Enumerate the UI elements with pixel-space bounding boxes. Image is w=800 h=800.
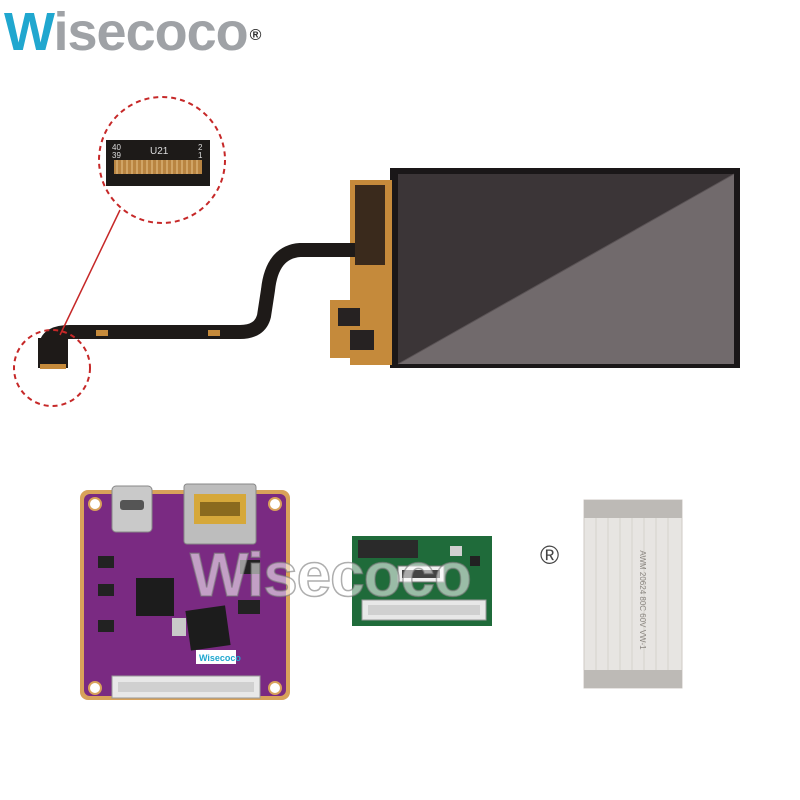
brand-logo: Wisecoco® (4, 2, 262, 62)
connector-zoom-top: 40 39 U21 2 1 (98, 96, 226, 224)
connector-zoom-bottom (13, 329, 91, 407)
logo-text: isecoco (53, 2, 249, 62)
driver-board: Wisecoco (80, 483, 290, 700)
adapter-board (352, 536, 492, 626)
pin-label-39: 39 (112, 151, 121, 160)
lcd-display-panel (390, 168, 740, 368)
panel-fpc-tail (330, 180, 392, 365)
board-logo-sticker: Wisecoco (199, 653, 241, 663)
pin-label-2: 2 (198, 143, 203, 152)
flex-ribbon-cable (39, 243, 355, 352)
logo-registered-mark: ® (249, 27, 262, 44)
ffc-cable: AWM 20624 80C 60V VW-1 (583, 499, 683, 689)
watermark-text: Wisecoco (189, 540, 472, 611)
connector-label: U21 (150, 146, 169, 157)
pin-label-1: 1 (198, 151, 203, 160)
callout-line (59, 209, 121, 336)
main-chip (136, 578, 174, 616)
ffc-print: AWM 20624 80C 60V VW-1 (638, 550, 647, 650)
watermark-registered-mark: ® (540, 540, 560, 570)
logo-first-letter: W (4, 2, 54, 62)
pin-label-40: 40 (112, 143, 121, 152)
